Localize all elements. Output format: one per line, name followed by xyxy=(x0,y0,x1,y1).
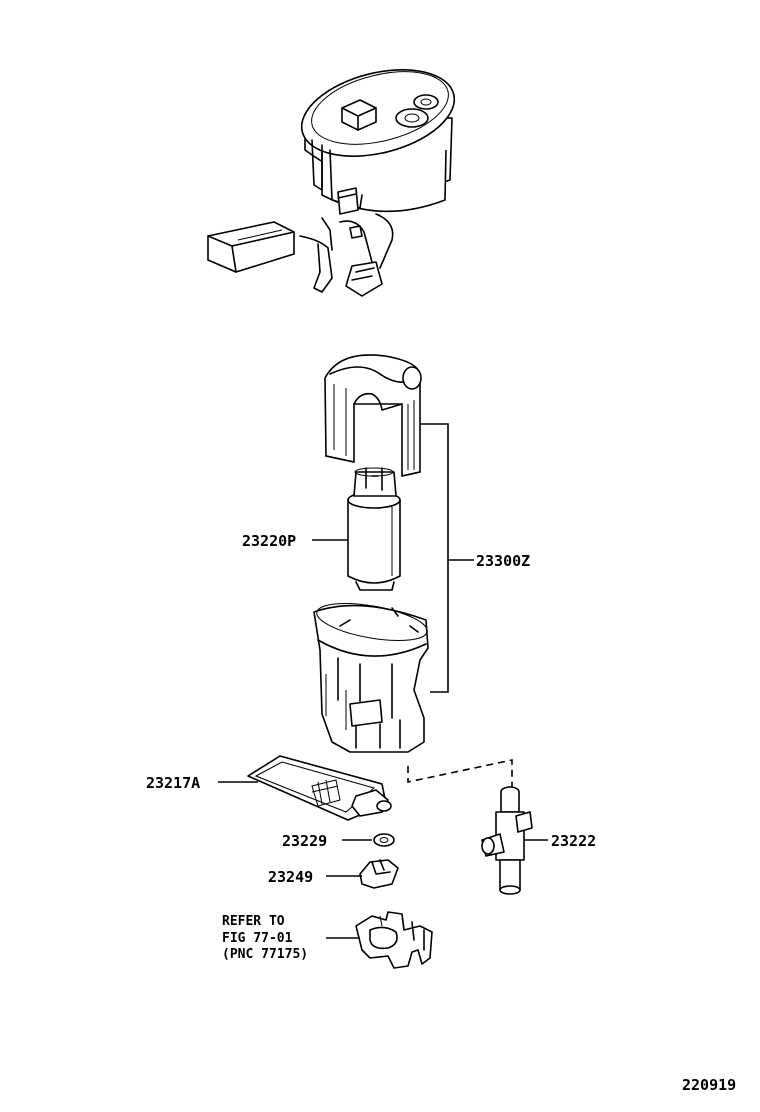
ring-23229 xyxy=(373,833,395,847)
pump-housing-upper xyxy=(324,354,422,477)
dashed-connection-line xyxy=(407,759,513,790)
label-23300z: 23300Z xyxy=(476,552,530,570)
label-23222: 23222 xyxy=(551,832,596,850)
figure-id: 220919 xyxy=(682,1076,736,1094)
label-23229: 23229 xyxy=(282,832,327,850)
label-23220p: 23220P xyxy=(242,532,296,550)
fuel-filter-23217a xyxy=(247,755,392,821)
refer-line-2: FIG 77-01 xyxy=(222,931,293,946)
bracket-23300z xyxy=(420,423,449,693)
pump-housing-lower xyxy=(313,602,429,753)
label-23217a: 23217A xyxy=(146,774,200,792)
fuel-pump-23220p xyxy=(347,467,401,591)
refer-line-1: REFER TO xyxy=(222,914,285,929)
connector-23222 xyxy=(481,786,533,895)
label-23249: 23249 xyxy=(268,868,313,886)
holder-23249 xyxy=(359,859,399,889)
fuel-sender-flange-assembly xyxy=(207,69,456,297)
referenced-clamp-77175 xyxy=(355,911,433,969)
refer-line-3: (PNC 77175) xyxy=(222,947,308,962)
